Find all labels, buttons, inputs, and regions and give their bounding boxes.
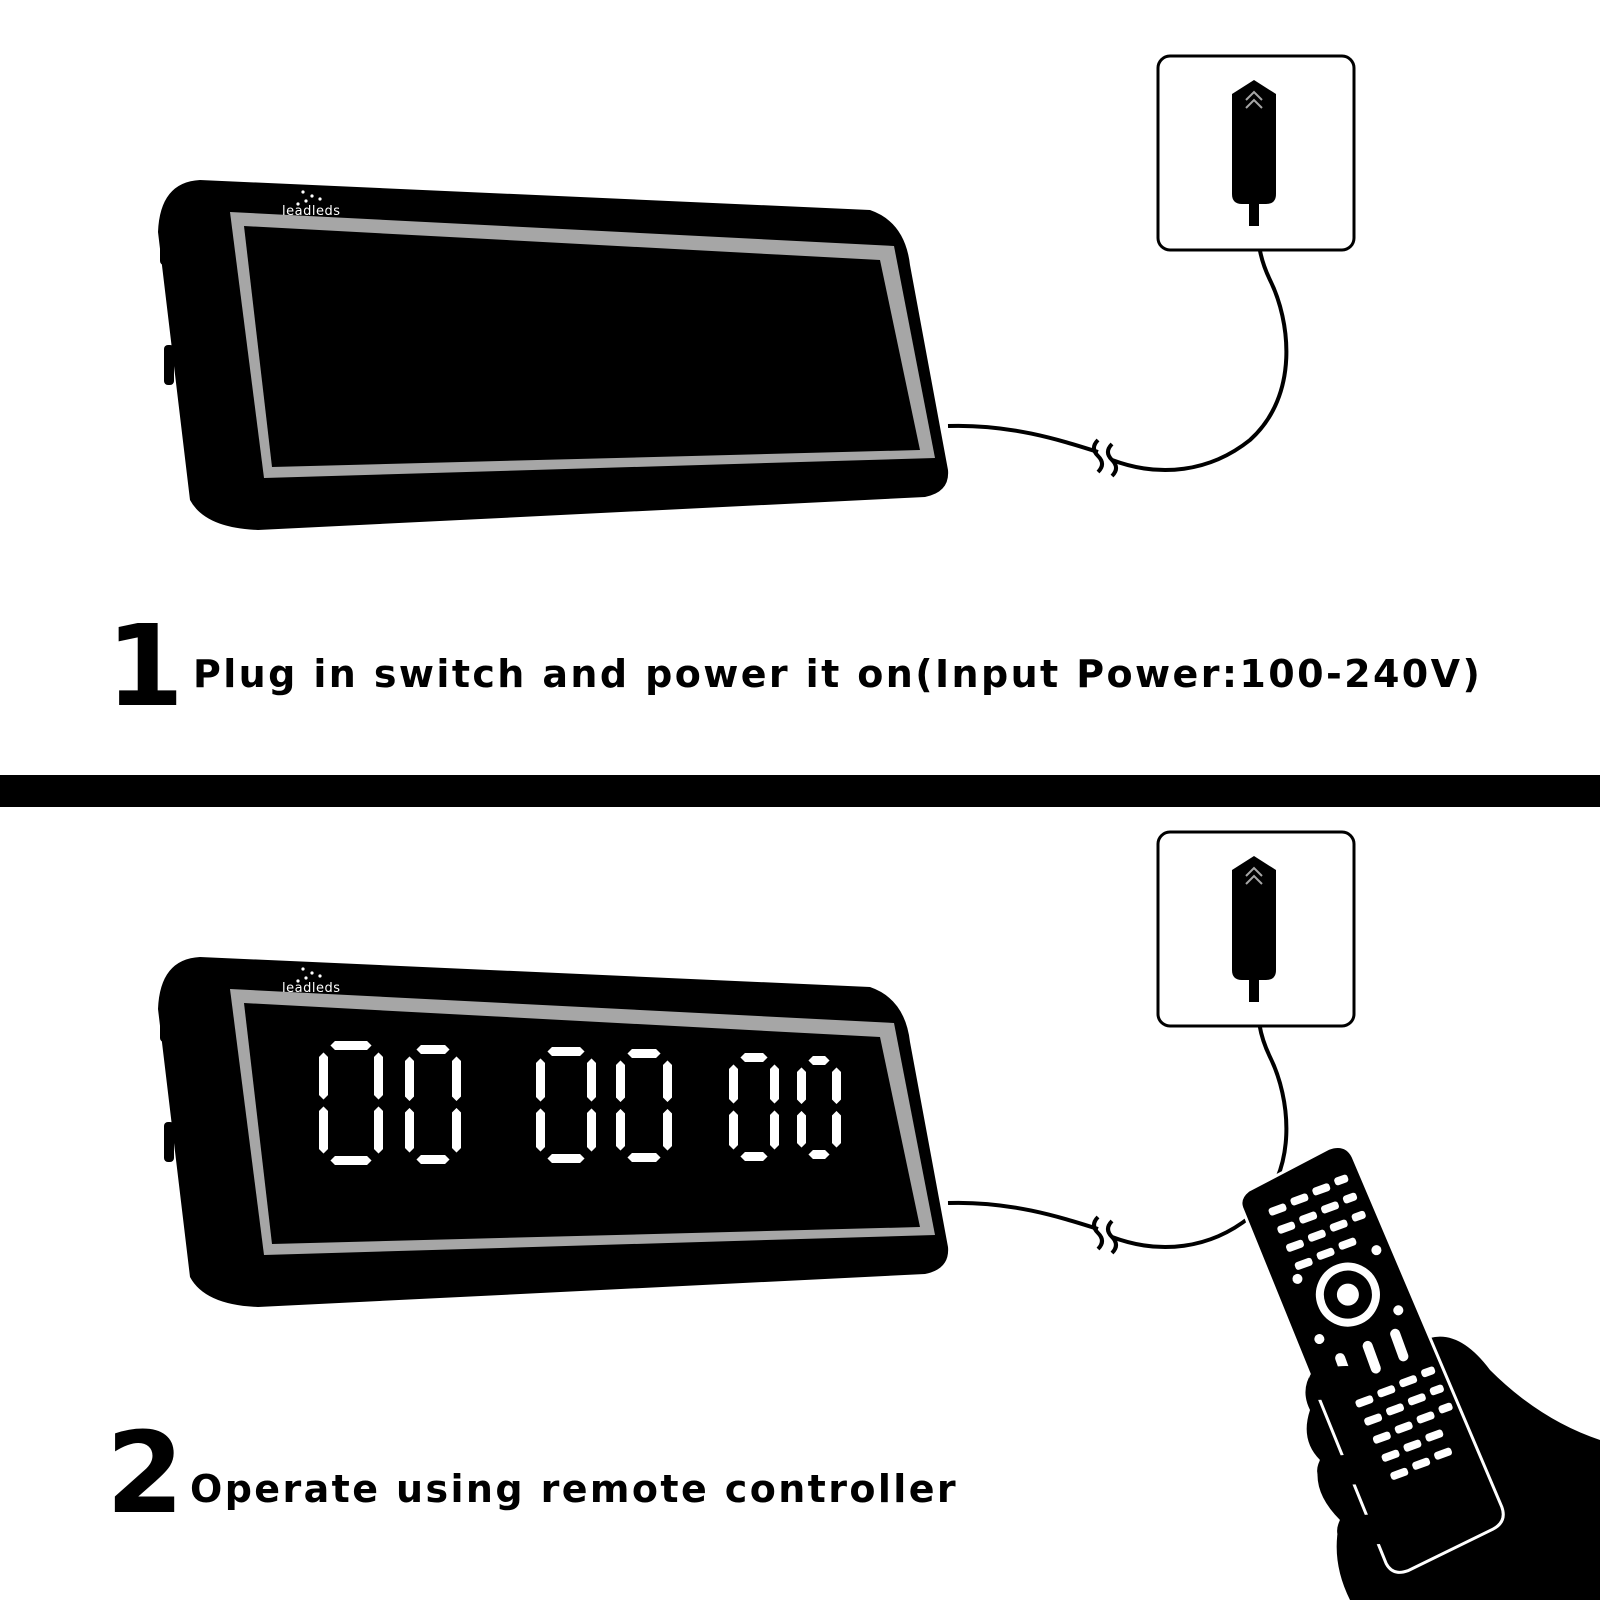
cable-break-icon — [1092, 438, 1118, 478]
digit-segment — [805, 1054, 833, 1067]
digit-segment — [372, 1049, 385, 1103]
digit-segment — [372, 1103, 385, 1157]
brand-logo: leadleds — [282, 204, 340, 219]
cable-break-icon-2 — [1092, 1215, 1118, 1255]
cable-icon-2 — [947, 1001, 1289, 1250]
section-divider — [0, 775, 1600, 807]
timer-digit — [614, 1047, 674, 1164]
digit-segment — [614, 1057, 627, 1105]
timer-digit — [727, 1051, 781, 1163]
digit-segment — [327, 1039, 375, 1052]
digit-segment — [661, 1106, 674, 1154]
digit-segment — [403, 1053, 416, 1104]
step-2-illustration: leadleds — [106, 830, 1600, 1600]
digit-segment — [624, 1151, 664, 1164]
remote-control-icon — [1239, 1145, 1505, 1574]
timer-digit — [317, 1039, 385, 1167]
digit-segment — [768, 1061, 781, 1107]
remote-buttons — [1268, 1174, 1453, 1480]
step-1-number: 1 — [106, 602, 184, 732]
digit-segment — [624, 1047, 664, 1060]
digit-segment — [544, 1045, 588, 1058]
digit-segment — [327, 1154, 375, 1167]
timer-digit — [534, 1045, 598, 1165]
digit-segment — [534, 1105, 547, 1155]
brand-logo-2: leadleds — [282, 981, 340, 996]
digit-segment — [830, 1108, 843, 1151]
timer-digit — [403, 1043, 463, 1166]
digit-segment — [768, 1107, 781, 1153]
digit-segment — [614, 1106, 627, 1154]
digit-segment — [317, 1103, 330, 1157]
timer-device-on: leadleds — [158, 957, 949, 1307]
logo-dots-2 — [296, 967, 322, 983]
digit-segment — [413, 1153, 453, 1166]
step-2-text: Operate using remote controller — [190, 1467, 958, 1511]
step-1-text: Plug in switch and power it on(Input Pow… — [193, 652, 1482, 696]
digit-segment — [450, 1105, 463, 1156]
digit-segment — [450, 1053, 463, 1104]
digit-segment — [795, 1064, 808, 1107]
digit-segment — [585, 1105, 598, 1155]
power-adapter-icon — [1232, 80, 1276, 226]
logo-dots — [296, 190, 322, 206]
digit-segment — [727, 1107, 740, 1153]
digit-segment — [830, 1064, 843, 1107]
timer-digits — [317, 1039, 843, 1167]
digit-segment — [534, 1055, 547, 1105]
digit-segment — [403, 1105, 416, 1156]
digit-segment — [585, 1055, 598, 1105]
timer-device-off: leadleds — [158, 180, 949, 530]
timer-digit — [795, 1054, 843, 1161]
digit-segment — [805, 1148, 833, 1161]
hand-fingers — [1307, 1366, 1397, 1546]
digit-segment — [661, 1057, 674, 1105]
cable-icon — [947, 224, 1289, 473]
step-1-illustration: leadleds 1 Plug in switch and power it o… — [106, 54, 1482, 732]
digit-segment — [737, 1150, 771, 1163]
digit-segment — [544, 1152, 588, 1165]
digit-segment — [737, 1051, 771, 1064]
digit-segment — [795, 1108, 808, 1151]
digit-segment — [317, 1049, 330, 1103]
power-adapter-icon-2 — [1232, 856, 1276, 1002]
step-2-number: 2 — [106, 1409, 184, 1539]
digit-segment — [413, 1043, 453, 1056]
digit-segment — [727, 1061, 740, 1107]
